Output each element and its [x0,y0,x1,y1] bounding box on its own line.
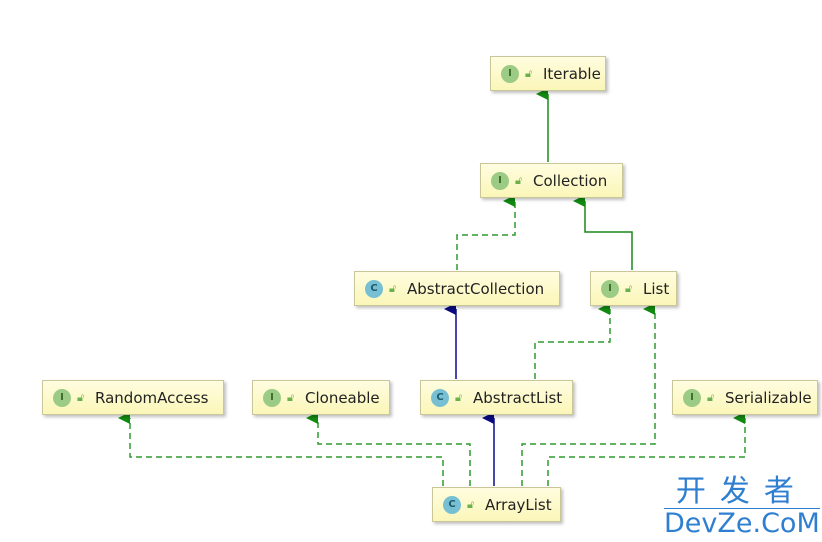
public-lock-icon: 🔓︎ [625,281,633,295]
node-collection[interactable]: I 🔓︎ Collection [480,163,623,198]
node-label: AbstractList [473,388,563,407]
edge-abstractcollection-collection [456,195,516,270]
public-lock-icon: 🔓︎ [467,497,475,511]
edge-abstractlist-list [534,303,611,379]
node-serializable[interactable]: I 🔓︎ Serializable [672,380,818,415]
class-icon: C [431,388,449,407]
node-label: RandomAccess [95,388,209,407]
public-lock-icon: 🔓︎ [389,281,397,295]
node-label: AbstractCollection [407,279,545,298]
watermark: 开发者 DevZe.CoM [664,476,820,539]
public-lock-icon: 🔓︎ [287,390,295,404]
node-label: Collection [533,171,608,190]
node-label: ArrayList [485,495,552,514]
public-lock-icon: 🔓︎ [525,66,533,80]
edge-arraylist-serializable [547,412,746,486]
edge-arraylist-cloneable [306,412,471,486]
node-abstractlist[interactable]: C 🔓︎ AbstractList [420,380,573,415]
public-lock-icon: 🔓︎ [77,390,85,404]
public-lock-icon: 🔓︎ [515,173,523,187]
node-abstractcollection[interactable]: C 🔓︎ AbstractCollection [354,271,560,306]
node-iterable[interactable]: I 🔓︎ Iterable [490,56,606,91]
interface-icon: I [501,64,519,83]
edge-list-collection [573,195,633,270]
public-lock-icon: 🔓︎ [455,390,463,404]
interface-icon: I [263,388,281,407]
node-randomaccess[interactable]: I 🔓︎ RandomAccess [42,380,224,415]
watermark-en: DevZe.CoM [664,508,820,539]
interface-icon: I [683,388,701,407]
interface-icon: I [53,388,71,407]
class-icon: C [443,495,461,514]
watermark-cn: 开发者 [664,476,820,509]
node-label: List [643,279,670,298]
class-icon: C [365,279,383,298]
interface-icon: I [491,171,509,190]
edge-arraylist-list [521,303,656,486]
node-arraylist[interactable]: C 🔓︎ ArrayList [432,487,561,522]
public-lock-icon: 🔓︎ [707,390,715,404]
node-cloneable[interactable]: I 🔓︎ Cloneable [252,380,390,415]
node-list[interactable]: I 🔓︎ List [590,271,677,306]
node-label: Iterable [543,64,601,83]
interface-icon: I [601,279,619,298]
edge-arraylist-randomaccess [118,412,444,486]
node-label: Cloneable [305,388,380,407]
node-label: Serializable [725,388,812,407]
